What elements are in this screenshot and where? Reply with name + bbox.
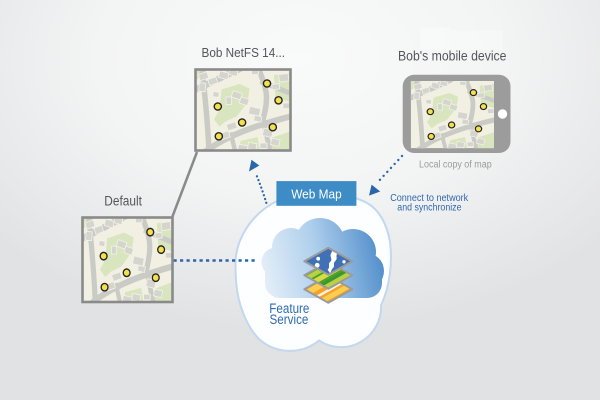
svg-text:Local copy of map: Local copy of map: [419, 159, 492, 170]
svg-text:Feature: Feature: [269, 301, 309, 316]
svg-text:Connect to network: Connect to network: [390, 193, 468, 204]
svg-text:Bob NetFS 14...: Bob NetFS 14...: [202, 46, 286, 60]
svg-text:and synchronize: and synchronize: [397, 203, 461, 214]
svg-text:Service: Service: [270, 312, 309, 327]
svg-text:Default: Default: [104, 194, 142, 209]
svg-text:Web Map: Web Map: [291, 187, 342, 202]
svg-text:Bob's mobile device: Bob's mobile device: [398, 48, 507, 63]
